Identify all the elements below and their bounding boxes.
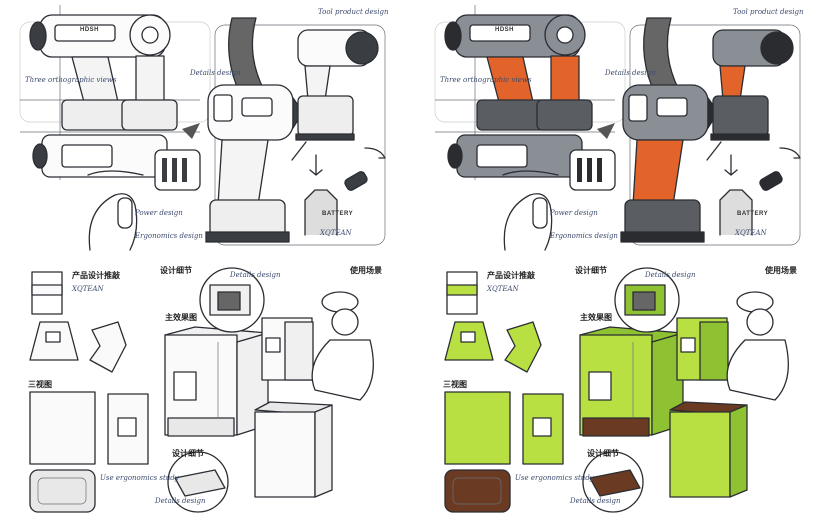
design-detail-heading: 设计细节 <box>160 265 192 275</box>
signature: XQTEAN <box>319 229 353 237</box>
drill-title: Tool product design <box>318 8 389 16</box>
appliance-rendered-illustration <box>444 267 789 513</box>
battery-label: BATTERY <box>737 211 768 217</box>
drill-title: Tool product design <box>733 8 804 16</box>
battery-label: BATTERY <box>322 211 353 217</box>
drill-note: Three orthographic views <box>25 76 117 84</box>
product-study-heading: 产品设计推敲 <box>487 270 536 280</box>
design-detail-heading: 设计细节 <box>172 448 204 458</box>
sketch-sheet-pencil: Tool product design HDSH Three orthograp… <box>19 4 389 513</box>
signature: XQTEAN <box>734 229 768 237</box>
three-views-heading: 三视图 <box>443 379 467 389</box>
drill-brand-mark: HDSH <box>80 27 99 33</box>
main-render-heading: 主效果图 <box>165 312 197 322</box>
drill-brand-mark: HDSH <box>495 27 514 33</box>
drill-note: Three orthographic views <box>440 76 532 84</box>
design-detail-heading: 设计细节 <box>587 448 619 458</box>
appliance-note: Details design <box>229 271 281 279</box>
product-study-heading: 产品设计推敲 <box>72 270 121 280</box>
design-detail-heading: 设计细节 <box>575 265 607 275</box>
drill-note: Power design <box>549 209 598 217</box>
appliance-note: Use ergonomics study <box>515 474 595 482</box>
signature: XQTEAN <box>486 285 520 293</box>
drill-note: Details design <box>604 69 656 77</box>
signature: XQTEAN <box>71 285 105 293</box>
sketch-sheet-rendered: Tool product design HDSH Three orthograp… <box>434 4 804 513</box>
three-views-heading: 三视图 <box>28 379 52 389</box>
drill-note: Ergonomics design <box>549 232 618 240</box>
appliance-note: Details design <box>569 497 621 505</box>
appliance-note: Details design <box>154 497 206 505</box>
drill-note: Power design <box>134 209 183 217</box>
drill-note: Ergonomics design <box>134 232 203 240</box>
main-render-heading: 主效果图 <box>580 312 612 322</box>
appliance-note: Use ergonomics study <box>100 474 180 482</box>
drill-note: Details design <box>189 69 241 77</box>
usage-scene-heading: 使用场景 <box>764 265 797 275</box>
appliance-sketch-illustration <box>29 267 374 513</box>
usage-scene-heading: 使用场景 <box>349 265 382 275</box>
appliance-note: Details design <box>644 271 696 279</box>
